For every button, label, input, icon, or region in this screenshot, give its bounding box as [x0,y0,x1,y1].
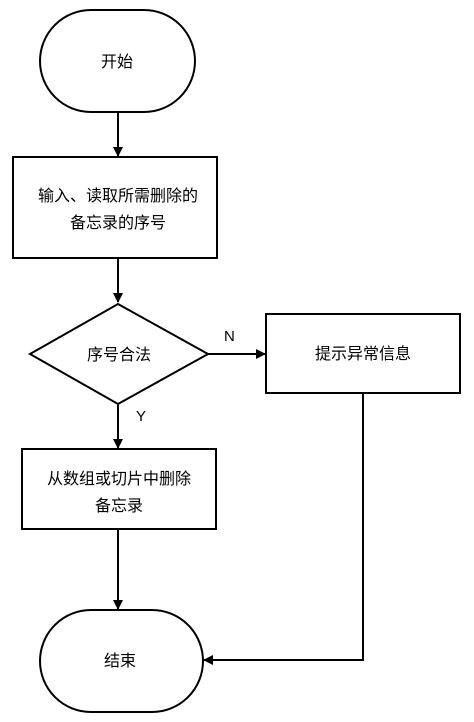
start-node: 开始 [39,9,196,113]
edge-no-label: N [224,328,235,345]
delete-label-line1: 从数组或切片中删除 [47,469,191,488]
start-label: 开始 [101,52,133,71]
edge-error-end [203,393,364,665]
error-node: 提示异常信息 [265,313,461,394]
input-label-line1: 输入、读取所需删除的 [38,186,198,205]
delete-label-line2: 备忘录 [95,496,143,515]
input-label-line2: 备忘录的序号 [70,213,166,232]
end-label: 结束 [104,651,136,670]
input-node: 输入、读取所需删除的 备忘录的序号 [12,156,218,259]
delete-node: 从数组或切片中删除 备忘录 [21,448,217,530]
error-label: 提示异常信息 [315,344,411,363]
decision-node: 序号合法 [27,302,211,406]
end-node: 结束 [39,609,204,713]
decision-label: 序号合法 [87,345,151,364]
edge-yes-label: Y [136,408,146,425]
